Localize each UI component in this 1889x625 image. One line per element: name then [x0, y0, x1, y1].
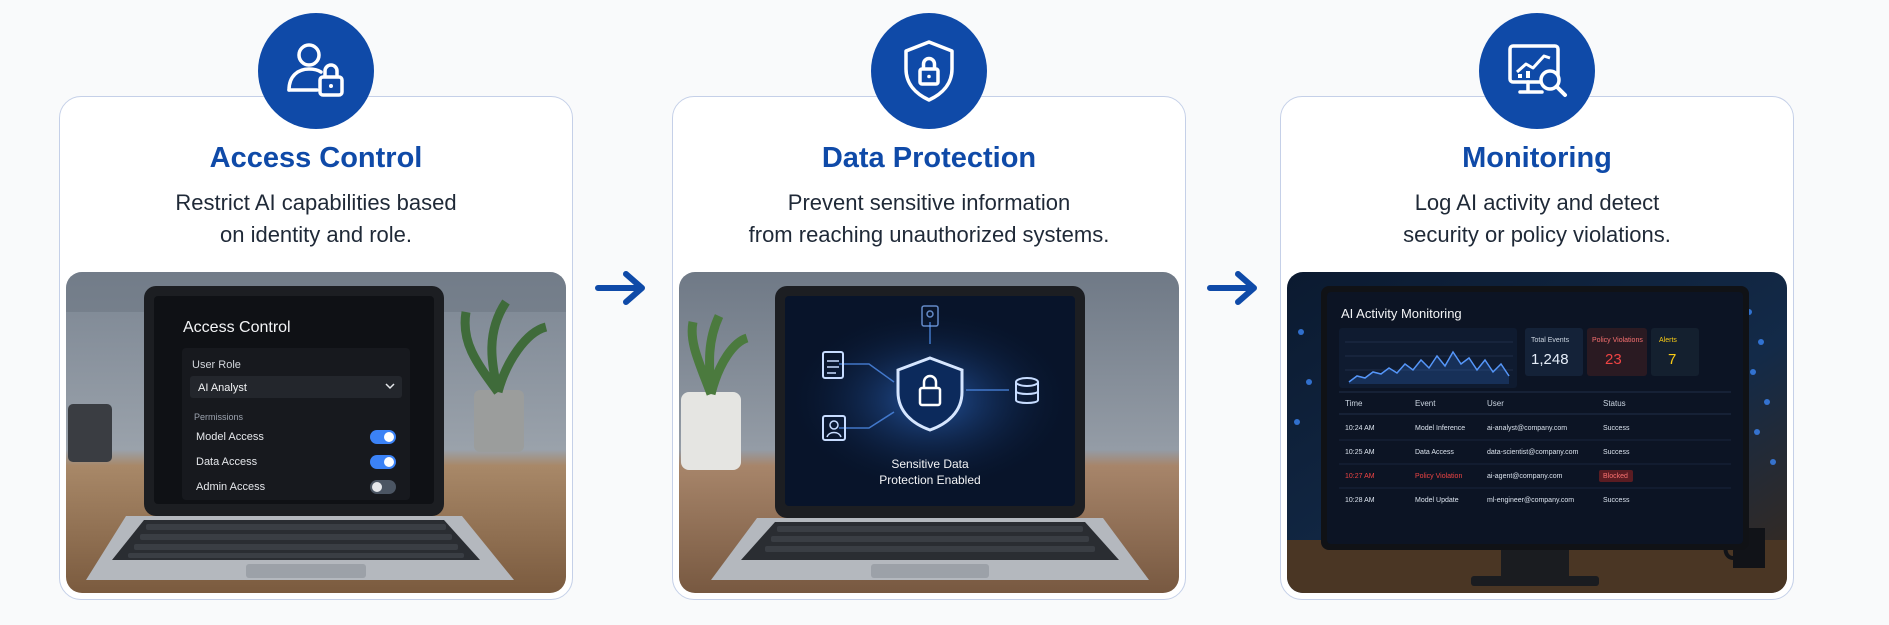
access-control-badge	[258, 13, 374, 129]
laptop-data-protection-image: Sensitive Data Protection Enabled	[679, 272, 1179, 593]
user-icon	[822, 415, 846, 441]
cell-user: ai-analyst@company.com	[1487, 425, 1567, 432]
user-lock-icon	[287, 43, 344, 97]
stat-label: Alerts	[1659, 337, 1677, 344]
stat-label: Total Events	[1531, 337, 1570, 344]
blocked-badge	[1599, 470, 1633, 482]
card-title: Access Control	[209, 142, 423, 174]
cell-time: 10:27 AM	[1345, 473, 1375, 480]
screen-title: AI Activity Monitoring	[1341, 306, 1462, 321]
shield-lock-icon	[904, 40, 954, 102]
card-description-line: from reaching unauthorized systems.	[748, 222, 1110, 247]
card-description: Log AI activity and detect security or p…	[1281, 187, 1793, 251]
cell-time: 10:25 AM	[1345, 449, 1375, 456]
arrow-right-icon	[1207, 271, 1257, 305]
card-title: Data Protection	[821, 142, 1037, 174]
role-label: User Role	[192, 359, 241, 371]
table-row[interactable]: 10:28 AM Model Update ml-engineer@compan…	[1345, 497, 1630, 504]
table-row[interactable]: 10:25 AM Data Access data-scientist@comp…	[1345, 449, 1630, 456]
column-header: User	[1487, 399, 1504, 408]
permissions-label: Permissions	[194, 412, 244, 422]
cell-status: Success	[1603, 425, 1630, 432]
card-title: Monitoring	[1462, 142, 1612, 174]
cell-event: Model Update	[1415, 497, 1459, 504]
protection-caption-line: Sensitive Data	[891, 457, 969, 471]
stat-label: Policy Violations	[1592, 337, 1643, 344]
stat-value: 23	[1605, 351, 1622, 368]
monitor-activity-image: AI Activity Monitoring Total Events 1,24…	[1287, 272, 1787, 593]
cell-status: Success	[1603, 497, 1630, 504]
cell-event: Data Access	[1415, 449, 1454, 456]
monitoring-badge	[1479, 13, 1595, 129]
permission-label: Data Access	[196, 456, 258, 468]
card-description-line: security or policy violations.	[1403, 222, 1671, 247]
card-description: Prevent sensitive information from reach…	[673, 187, 1185, 251]
column-header: Event	[1415, 399, 1436, 408]
card-description: Restrict AI capabilities based on identi…	[60, 187, 572, 251]
monitoring-card: Monitoring Log AI activity and detect se…	[1280, 13, 1794, 600]
cell-user: data-scientist@company.com	[1487, 449, 1579, 456]
database-icon	[1015, 377, 1039, 404]
arrow-right-icon	[595, 271, 645, 305]
activity-line-chart	[1348, 350, 1510, 383]
protection-caption-line: Protection Enabled	[879, 473, 980, 487]
cell-user: ml-engineer@company.com	[1487, 497, 1574, 504]
stat-value: 7	[1668, 351, 1676, 368]
access-control-card: Access Control Restrict AI capabilities …	[59, 13, 573, 600]
stat-card[interactable]	[1525, 328, 1583, 376]
card-description-line: Restrict AI capabilities based	[175, 190, 457, 215]
stat-card[interactable]	[1651, 328, 1699, 376]
cell-user: ai-agent@company.com	[1487, 473, 1563, 480]
role-select[interactable]	[190, 376, 402, 398]
person-icon	[921, 305, 939, 327]
card-description-line: on identity and role.	[219, 222, 413, 247]
permission-label: Admin Access	[196, 481, 266, 493]
table-row[interactable]: 10:27 AM Policy Violation ai-agent@compa…	[1345, 470, 1633, 482]
cell-event: Policy Violation	[1415, 473, 1462, 480]
cell-status: Blocked	[1603, 473, 1628, 480]
monitor-analytics-icon	[1508, 44, 1567, 97]
stat-card[interactable]	[1587, 328, 1647, 376]
permission-label: Model Access	[196, 431, 264, 443]
laptop-access-control-image: Access Control User Role AI Analyst Perm…	[66, 272, 566, 593]
cell-event: Model Inference	[1415, 425, 1465, 432]
shield-lock-icon	[896, 356, 964, 432]
column-header: Time	[1345, 399, 1363, 408]
document-icon	[822, 351, 844, 379]
column-header: Status	[1603, 399, 1626, 408]
screen-title: Access Control	[183, 319, 291, 336]
data-protection-badge	[871, 13, 987, 129]
card-description-line: Prevent sensitive information	[787, 190, 1071, 215]
cell-status: Success	[1603, 449, 1630, 456]
card-description-line: Log AI activity and detect	[1414, 190, 1660, 215]
role-value: AI Analyst	[198, 382, 247, 394]
stat-value: 1,248	[1531, 351, 1569, 368]
chevron-down-icon	[385, 383, 395, 390]
cell-time: 10:28 AM	[1345, 497, 1375, 504]
cell-time: 10:24 AM	[1345, 425, 1375, 432]
table-row[interactable]: 10:24 AM Model Inference ai-analyst@comp…	[1345, 425, 1630, 432]
data-protection-card: Data Protection Prevent sensitive inform…	[672, 13, 1186, 600]
